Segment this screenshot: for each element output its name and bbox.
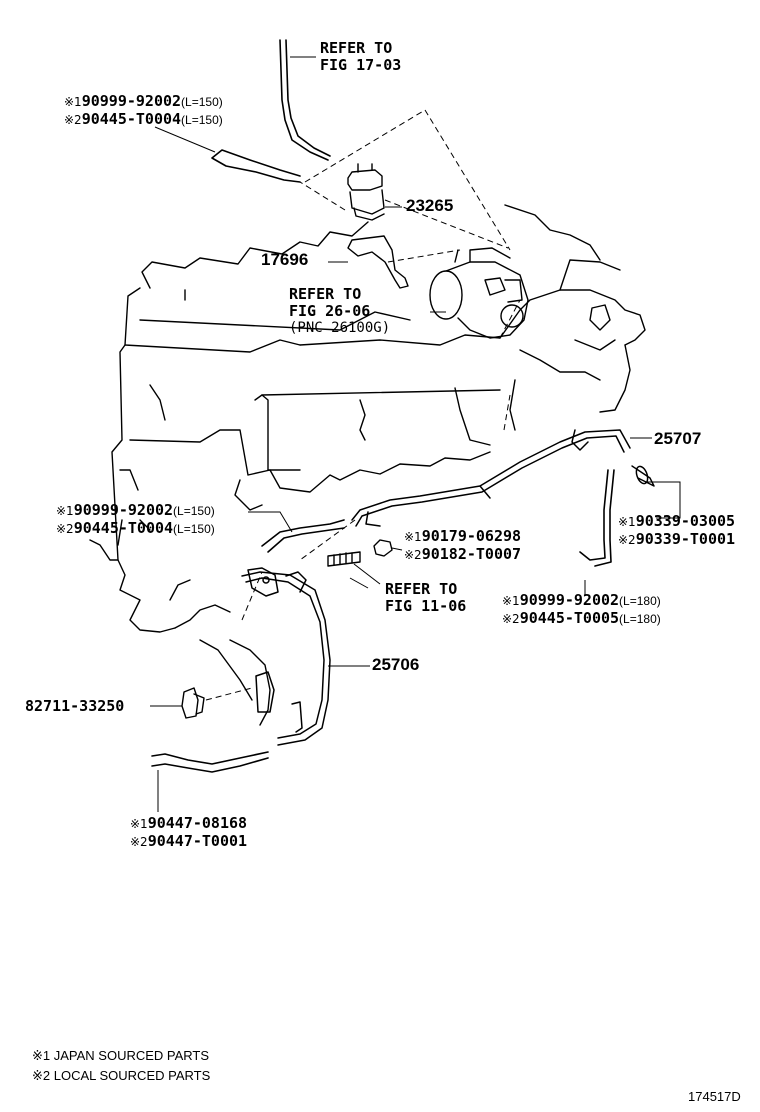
part-number: 90445-T0005 bbox=[519, 609, 620, 627]
stud-bolt bbox=[327, 551, 361, 567]
hose-right-row-1: ※190999-92002(L=180) bbox=[502, 592, 661, 610]
local-mark: ※2 bbox=[502, 612, 520, 626]
ref-line-1: REFER TO bbox=[320, 39, 393, 57]
legend-local-sourced: ※2 LOCAL SOURCED PARTS bbox=[32, 1068, 211, 1083]
part-17696[interactable]: 17696 bbox=[261, 250, 309, 269]
clip-row-1: ※190339-03005 bbox=[618, 513, 735, 531]
hose-length: (L=150) bbox=[173, 522, 215, 536]
hose-top-row-2: ※290445-T0004(L=150) bbox=[64, 111, 223, 129]
hose-right-callout[interactable]: ※190999-92002(L=180) ※290445-T0005(L=180… bbox=[502, 592, 661, 628]
japan-mark: ※1 bbox=[404, 530, 422, 544]
ref-line-1: REFER TO bbox=[385, 580, 458, 598]
bolt-callout[interactable]: ※190179-06298 ※290182-T0007 bbox=[404, 528, 521, 564]
part-number: 90445-T0004 bbox=[81, 110, 182, 128]
vacuum-hoses bbox=[151, 39, 615, 773]
local-mark: ※2 bbox=[618, 533, 636, 547]
clip-row-2: ※290339-T0001 bbox=[618, 531, 735, 549]
clip-callout[interactable]: ※190339-03005 ※290339-T0001 bbox=[618, 513, 735, 549]
pipe-25707 bbox=[351, 429, 649, 527]
part-23265[interactable]: 23265 bbox=[406, 196, 454, 215]
part-82711-33250[interactable]: 82711-33250 bbox=[25, 697, 125, 715]
part-number: 90339-T0001 bbox=[635, 530, 736, 548]
hose-length: (L=150) bbox=[173, 504, 215, 518]
ref-fig-17-03[interactable]: REFER TO FIG 17-03 bbox=[320, 40, 401, 74]
hose-mid-row-2: ※290445-T0004(L=150) bbox=[56, 520, 215, 538]
hose-top-callout[interactable]: ※190999-92002(L=150) ※290445-T0004(L=150… bbox=[64, 93, 223, 129]
ref-line-3: (PNC 26100G) bbox=[289, 320, 391, 336]
bolt-row-2: ※290182-T0007 bbox=[404, 546, 521, 564]
ref-line-2: FIG 17-03 bbox=[320, 56, 402, 74]
flange-bolt bbox=[373, 539, 393, 557]
hose-bottom-row-1: ※190447-08168 bbox=[130, 815, 247, 833]
hose-mid-row-1: ※190999-92002(L=150) bbox=[56, 502, 215, 520]
part-number: 90182-T0007 bbox=[421, 545, 522, 563]
engine-block-outline bbox=[89, 204, 646, 726]
part-number: 90339-03005 bbox=[635, 512, 736, 530]
part-number: 90447-T0001 bbox=[147, 832, 248, 850]
legend-japan-sourced: ※1 JAPAN SOURCED PARTS bbox=[32, 1048, 210, 1063]
part-25707[interactable]: 25707 bbox=[654, 429, 702, 448]
local-mark: ※2 bbox=[64, 113, 82, 127]
ref-line-2: FIG 11-06 bbox=[385, 597, 467, 615]
ref-fig-11-06[interactable]: REFER TO FIG 11-06 bbox=[385, 581, 466, 615]
hose-length: (L=150) bbox=[181, 95, 223, 109]
hose-top-row-1: ※190999-92002(L=150) bbox=[64, 93, 223, 111]
clamp-82711 bbox=[181, 687, 205, 719]
japan-mark: ※1 bbox=[64, 95, 82, 109]
vsv-valve bbox=[347, 163, 385, 221]
part-number: 90447-08168 bbox=[147, 814, 248, 832]
pipe-25706 bbox=[241, 567, 331, 746]
part-number: 90999-92002 bbox=[519, 591, 620, 609]
part-number: 90179-06298 bbox=[421, 527, 522, 545]
throttle-body bbox=[429, 247, 529, 339]
japan-mark: ※1 bbox=[618, 515, 636, 529]
leader-lines bbox=[150, 56, 681, 812]
dashed-leaders bbox=[205, 109, 521, 701]
ref-line-2: FIG 26-06 bbox=[289, 302, 371, 320]
hose-mid-callout[interactable]: ※190999-92002(L=150) ※290445-T0004(L=150… bbox=[56, 502, 215, 538]
ref-line-1: REFER TO bbox=[289, 285, 362, 303]
hose-right-row-2: ※290445-T0005(L=180) bbox=[502, 610, 661, 628]
japan-mark: ※1 bbox=[56, 504, 74, 518]
part-number: 90999-92002 bbox=[81, 92, 182, 110]
bracket-17696 bbox=[347, 235, 409, 289]
local-mark: ※2 bbox=[56, 522, 74, 536]
part-number: 90445-T0004 bbox=[73, 519, 174, 537]
hose-length: (L=180) bbox=[619, 594, 661, 608]
japan-mark: ※1 bbox=[130, 817, 148, 831]
figure-id: 174517D bbox=[688, 1089, 741, 1104]
local-mark: ※2 bbox=[130, 835, 148, 849]
japan-mark: ※1 bbox=[502, 594, 520, 608]
ref-fig-26-06[interactable]: REFER TO FIG 26-06 (PNC 26100G) bbox=[289, 286, 390, 337]
part-number: 90999-92002 bbox=[73, 501, 174, 519]
hose-bottom-callout[interactable]: ※190447-08168 ※290447-T0001 bbox=[130, 815, 247, 851]
local-mark: ※2 bbox=[404, 548, 422, 562]
hose-bottom-row-2: ※290447-T0001 bbox=[130, 833, 247, 851]
part-25706[interactable]: 25706 bbox=[372, 655, 420, 674]
hose-length: (L=150) bbox=[181, 113, 223, 127]
bolt-row-1: ※190179-06298 bbox=[404, 528, 521, 546]
hose-length: (L=180) bbox=[619, 612, 661, 626]
